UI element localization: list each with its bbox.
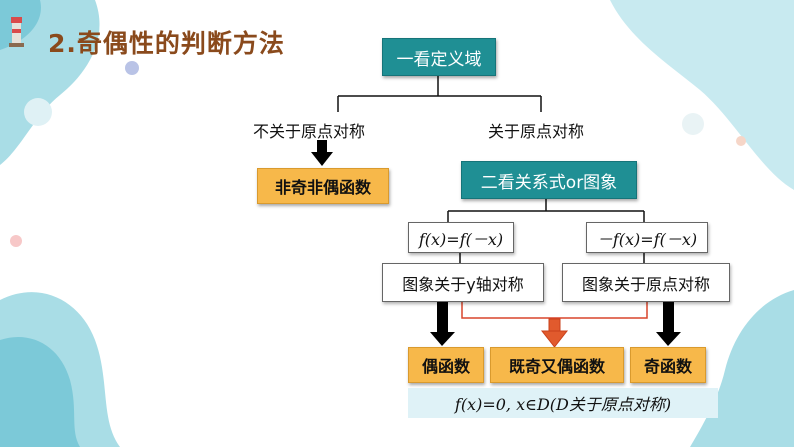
- zero-function-formula: f(x)=0, x∈D(D关于原点对称): [408, 388, 718, 418]
- arrow-down-icon: [656, 300, 681, 346]
- dot: [10, 235, 22, 247]
- bottom-left-blob-dark: [0, 336, 80, 447]
- result-even-box: 偶函数: [408, 347, 484, 383]
- dot: [24, 98, 52, 126]
- lighthouse-icon: [9, 17, 24, 47]
- red-arrow-down-icon: [540, 318, 569, 348]
- red-bracket: [461, 300, 648, 319]
- top-left-blob: [0, 0, 100, 165]
- dot: [125, 61, 139, 75]
- condition-odd-box: －f(x)=f(－x): [586, 222, 708, 253]
- page-title: 2.奇偶性的判断方法: [48, 29, 285, 58]
- top-right-blob: [610, 0, 794, 190]
- condition-even-box: f(x)=f(－x): [408, 222, 514, 253]
- step2-box: 二看关系式or图象: [461, 161, 637, 199]
- result-odd-box: 奇函数: [630, 347, 706, 383]
- result-both-box: 既奇又偶函数: [490, 347, 624, 383]
- graph-even-box: 图象关于y轴对称: [382, 263, 544, 302]
- result-neither-box: 非奇非偶函数: [257, 168, 389, 204]
- arrow-down-icon: [430, 300, 455, 346]
- dot: [736, 136, 746, 146]
- dot: [682, 113, 704, 135]
- branch-symmetric-label: 关于原点对称: [488, 122, 585, 141]
- branch-not-symmetric-label: 不关于原点对称: [253, 122, 366, 141]
- graph-odd-box: 图象关于原点对称: [562, 263, 730, 302]
- step1-box: 一看定义域: [382, 38, 496, 76]
- arrow-down-icon: [311, 140, 333, 166]
